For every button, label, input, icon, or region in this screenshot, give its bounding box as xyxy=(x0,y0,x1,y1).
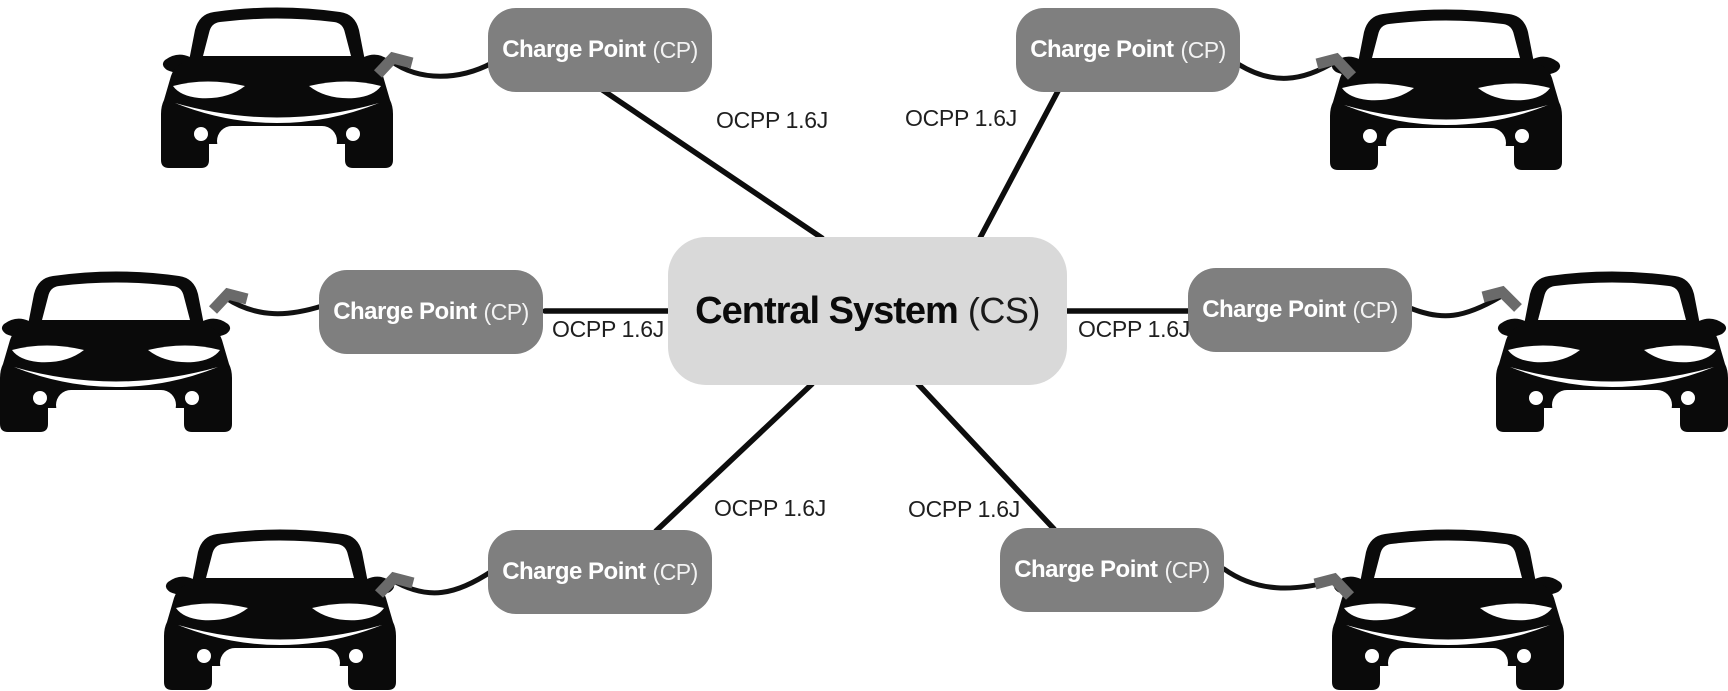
protocol-label-bottom-right: OCPP 1.6J xyxy=(908,496,1020,522)
central-system-label: Central System xyxy=(695,289,959,332)
central-system-abbr: (CS) xyxy=(967,290,1041,331)
protocol-label-middle-left: OCPP 1.6J xyxy=(552,316,664,342)
charging-cable-bottom-left xyxy=(389,568,495,596)
charge-point-abbr: (CP) xyxy=(652,36,699,63)
protocol-label-middle-right: OCPP 1.6J xyxy=(1078,316,1190,342)
charging-cable-middle-left xyxy=(223,295,325,317)
protocol-label-bottom-left: OCPP 1.6J xyxy=(714,495,826,521)
charge-point-node-bottom-left: Charge Point (CP) xyxy=(488,530,712,614)
charging-cable-middle-right xyxy=(1407,294,1503,319)
charging-cable-top-left xyxy=(388,58,495,79)
charging-cable-top-right xyxy=(1235,58,1339,81)
charge-point-abbr: (CP) xyxy=(1352,296,1399,323)
charge-point-node-middle-left: Charge Point (CP) xyxy=(319,270,543,354)
charge-point-label: Charge Point xyxy=(502,558,646,585)
charge-point-label: Charge Point xyxy=(333,298,477,325)
charging-plug-icon-bottom-left xyxy=(374,571,415,598)
charge-point-abbr: (CP) xyxy=(1164,556,1211,583)
charge-point-node-top-left: Charge Point (CP) xyxy=(488,8,712,92)
charge-point-node-top-right: Charge Point (CP) xyxy=(1016,8,1240,92)
charge-point-label: Charge Point xyxy=(1202,296,1346,323)
charging-plug-icon-top-left xyxy=(373,51,414,78)
charging-cable-bottom-right xyxy=(1221,566,1337,591)
charge-point-label: Charge Point xyxy=(1030,36,1174,63)
ev-car-icon-bottom-left xyxy=(164,529,396,690)
charge-point-label: Charge Point xyxy=(502,36,646,63)
ev-car-icon-middle-left xyxy=(0,271,232,432)
charge-point-abbr: (CP) xyxy=(483,298,530,325)
charge-point-label: Charge Point xyxy=(1014,556,1158,583)
charging-plug-icon-top-right xyxy=(1315,52,1357,80)
charge-point-abbr: (CP) xyxy=(1180,36,1227,63)
central-system-node: Central System (CS) xyxy=(668,237,1067,385)
ev-car-icon-top-left xyxy=(161,7,393,168)
ev-car-icon-bottom-right xyxy=(1332,529,1564,690)
charge-point-abbr: (CP) xyxy=(652,558,699,585)
protocol-label-top-right: OCPP 1.6J xyxy=(905,105,1017,131)
ev-car-icon-middle-right xyxy=(1496,271,1728,432)
charging-plug-icon-middle-right xyxy=(1481,285,1522,312)
charge-point-node-middle-right: Charge Point (CP) xyxy=(1188,268,1412,352)
charge-point-node-bottom-right: Charge Point (CP) xyxy=(1000,528,1224,612)
ev-car-icon-top-right xyxy=(1330,9,1562,170)
charging-plug-icon-middle-left xyxy=(208,287,249,314)
protocol-label-top-left: OCPP 1.6J xyxy=(716,107,828,133)
charging-plug-icon-bottom-right xyxy=(1313,572,1355,600)
